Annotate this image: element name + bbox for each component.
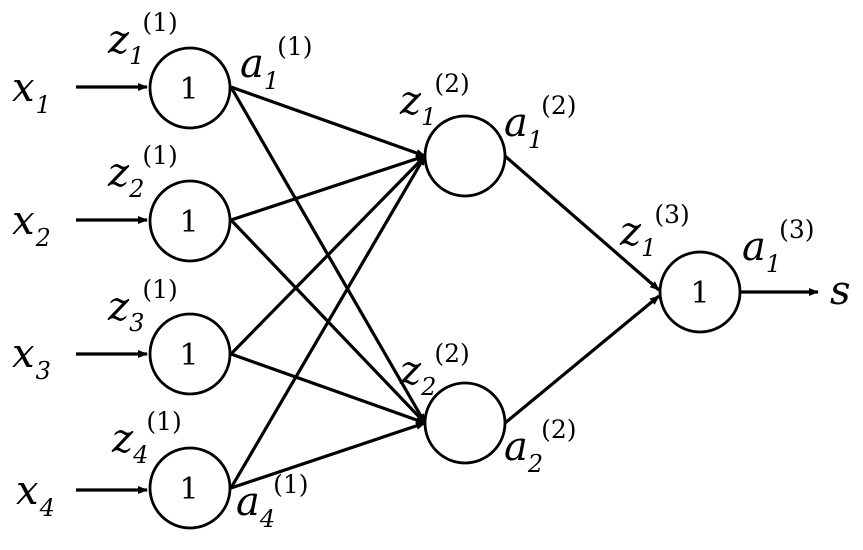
label-z1-2: z1(2): [399, 69, 470, 131]
neuron-layer1-2: [148, 179, 232, 263]
input-label-x3: x3: [12, 331, 51, 385]
label-z4-1: z4(1): [111, 407, 182, 469]
edge-n1-4-to-n2-2: [230, 421, 426, 490]
input-arrows: [76, 83, 148, 494]
label-z2-1: z2(1): [107, 141, 178, 203]
input-label-x4: x4: [16, 468, 55, 522]
label-a4-1: a4(1): [236, 470, 309, 533]
neuron-label: 1: [179, 338, 198, 373]
neuron-label: 1: [179, 72, 198, 107]
neuron-layer2-1: [423, 114, 507, 198]
label-a2-2: a2(2): [504, 415, 577, 478]
label-a1-2: a1(2): [504, 91, 577, 154]
label-z1-3: z1(3): [619, 200, 690, 262]
label-z1-1: z1(1): [107, 8, 178, 70]
edge-n1-4-to-n2-1: [229, 155, 427, 489]
neuron-label: 1: [690, 276, 709, 311]
input-label-x2: x2: [12, 198, 51, 252]
label-a1-1: a1(1): [240, 32, 313, 95]
edge-n1-3-to-n2-2: [230, 352, 426, 425]
neuron-layer1-4: [148, 446, 232, 530]
neuron-layer1-3: [148, 312, 232, 396]
neuron-layer2-2: [423, 381, 507, 465]
output-label-s: s: [830, 268, 851, 314]
neuron-label: 1: [179, 472, 198, 507]
neuron-label: 1: [179, 205, 198, 240]
label-z3-1: z3(1): [107, 275, 178, 337]
layer1-nodes: [148, 46, 232, 530]
neuron-layer3-1: [658, 250, 742, 334]
edge-n2-2-to-n3-1: [503, 294, 661, 425]
connections-layer2-to-layer3: [503, 154, 661, 425]
label-z2-2: z2(2): [399, 339, 470, 401]
edge-n2-1-to-n3-1: [503, 154, 661, 292]
edge-n1-2-to-n2-1: [230, 154, 426, 222]
layer2-nodes: [423, 114, 507, 465]
connections-layer1-to-layer2: [229, 85, 427, 490]
edge-n1-1-to-n2-1: [230, 85, 426, 158]
input-label-x1: x1: [12, 65, 51, 119]
edge-n1-3-to-n2-1: [229, 154, 427, 356]
neuron-layer1-1: [148, 46, 232, 130]
label-a1-3: a1(3): [742, 215, 815, 278]
